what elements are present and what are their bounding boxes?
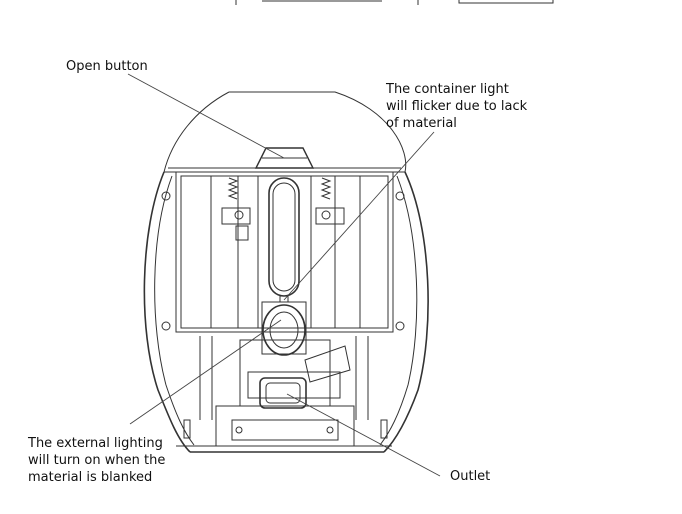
top-edge-fragments (235, 0, 554, 5)
right-shell-inner (379, 175, 418, 446)
leader-external-lighting (129, 319, 282, 425)
material-container (161, 171, 405, 333)
leader-lines (127, 73, 441, 477)
outlet-label: Outlet (450, 469, 491, 484)
left-shell-inner (154, 175, 195, 446)
container-light-label: The container light will flicker due to … (386, 81, 527, 132)
outer-housing (229, 91, 407, 173)
upper-dome (163, 91, 230, 173)
lower-chamber (176, 301, 392, 453)
open-button-label: Open button (66, 59, 148, 74)
callout-line: material is blanked (28, 470, 153, 485)
right-shell (383, 171, 429, 453)
external-lighting-label: The external lighting will turn on when … (28, 435, 165, 486)
callout-line: The external lighting (28, 436, 163, 451)
leader-container-light (283, 131, 435, 301)
callout-line: The container light (386, 82, 509, 97)
leader-outlet (286, 393, 441, 477)
left-shell (143, 171, 191, 453)
callout-line: will turn on when the (28, 453, 166, 468)
callout-line: will flicker due to lack (386, 99, 528, 114)
leader-open-button (127, 73, 285, 159)
open-button-shape (254, 147, 315, 169)
callout-line: of material (386, 116, 457, 131)
